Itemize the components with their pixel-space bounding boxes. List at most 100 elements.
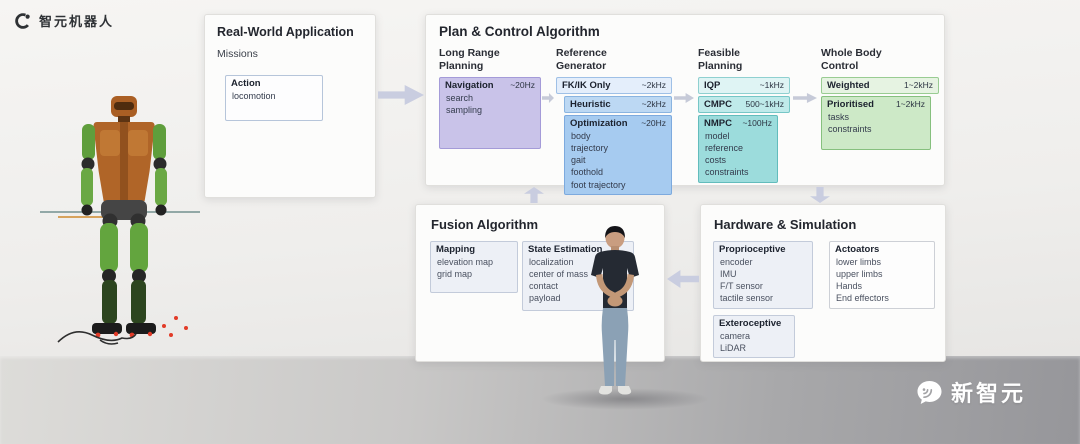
proprioceptive-box-header: Proprioceptive: [714, 242, 812, 256]
nmpc-rate: ~100Hz: [742, 118, 772, 128]
exteroceptive-box: Exteroceptive camera LiDAR: [713, 315, 795, 359]
panel-hardware-simulation: Hardware & Simulation Proprioceptive enc…: [700, 204, 946, 362]
robot-simulation-visual: [40, 96, 200, 345]
action-box-title: Action: [231, 78, 261, 89]
watermark: 新智元: [916, 376, 1026, 408]
brand-logo: 智元机器人: [14, 11, 114, 30]
missions-label: Missions: [217, 48, 258, 60]
action-box: Action locomotion: [225, 75, 323, 121]
column-reference-generator: Reference Generator FK/IK Only ~2kHz Heu…: [556, 47, 672, 197]
exteroceptive-box-header: Exteroceptive: [714, 316, 794, 330]
weighted-box: Weighted 1~2kHz: [821, 77, 939, 94]
column-long-range-planning: Long Range Planning Navigation ~20Hz sea…: [439, 47, 541, 151]
state-estimation-item: center of mass: [529, 269, 589, 280]
iqp-box-header: IQP ~1kHz: [699, 78, 789, 92]
panel-plan-control-algorithm: Plan & Control Algorithm Long Range Plan…: [425, 14, 945, 195]
proprioceptive-item: IMU: [720, 269, 737, 280]
weighted-rate: 1~2kHz: [903, 80, 933, 90]
presenter-left-arm: [596, 274, 617, 299]
state-estimation-item: contact: [529, 281, 559, 292]
robot-body: [81, 96, 167, 334]
heuristic-rate: ~2kHz: [641, 99, 666, 109]
agibot-logo-icon: [15, 12, 31, 29]
fkik-box: FK/IK Only ~2kHz: [556, 77, 672, 94]
state-estimation-item: payload: [529, 293, 561, 304]
navigation-item: sampling: [446, 105, 483, 116]
cmpc-box: CMPC 500~1kHz: [698, 96, 790, 113]
prioritised-item: tasks: [828, 112, 850, 122]
action-box-header: Action: [226, 76, 322, 90]
presenter-hands: [607, 295, 623, 307]
nmpc-box-header: NMPC ~100Hz: [699, 116, 777, 130]
navigation-box-header: Navigation ~20Hz: [440, 78, 540, 92]
iqp-title: IQP: [704, 80, 721, 91]
actoators-title: Actoators: [835, 244, 880, 255]
heuristic-title: Heuristic: [570, 99, 611, 110]
prioritised-box: Prioritised 1~2kHz tasks constraints: [821, 96, 931, 150]
brand-name: 智元机器人: [39, 14, 115, 29]
presenter-jeans: [601, 308, 629, 386]
iqp-box: IQP ~1kHz: [698, 77, 790, 94]
plan-control-title: Plan & Control Algorithm: [439, 24, 600, 39]
mapping-item: grid map: [437, 269, 473, 280]
cmpc-title: CMPC: [704, 99, 732, 110]
nmpc-item: reference: [705, 143, 744, 154]
state-estimation-title: State Estimation: [528, 244, 603, 255]
hardware-title: Hardware & Simulation: [714, 217, 857, 232]
actoators-box: Actoators lower limbs upper limbs Hands …: [829, 241, 935, 309]
actoators-item: End effectors: [836, 293, 889, 304]
reference-generator-label: Reference Generator: [556, 47, 607, 73]
fkik-box-header: FK/IK Only ~2kHz: [557, 78, 671, 92]
chat-bubble-icon: [917, 380, 942, 404]
presenter-neck: [611, 246, 619, 253]
arrow-feasible-to-wholebody: [793, 93, 817, 103]
actoators-item: lower limbs: [836, 257, 882, 267]
cmpc-box-header: CMPC 500~1kHz: [699, 97, 789, 111]
presenter-right-arm: [613, 274, 634, 299]
arrow-reference-to-feasible: [674, 93, 694, 103]
weighted-box-header: Weighted 1~2kHz: [822, 78, 938, 92]
mapping-box-header: Mapping: [431, 242, 517, 256]
nmpc-item: constraints: [705, 167, 749, 178]
fkik-title: FK/IK Only: [562, 80, 611, 91]
optimization-item: gait: [571, 155, 586, 166]
heuristic-box: Heuristic ~2kHz: [564, 96, 672, 113]
optimization-title: Optimization: [570, 118, 628, 129]
stage-floor: [0, 356, 1080, 444]
nmpc-item: model: [705, 131, 730, 141]
proprioceptive-item: encoder: [720, 257, 753, 267]
navigation-item: search: [446, 93, 474, 103]
actoators-box-header: Actoators: [830, 242, 934, 256]
prioritised-box-header: Prioritised 1~2kHz: [822, 97, 930, 111]
proprioceptive-item: F/T sensor: [720, 281, 763, 292]
optimization-box-header: Optimization ~20Hz: [565, 116, 671, 130]
navigation-title: Navigation: [445, 80, 494, 91]
feasible-planning-label: Feasible Planning: [698, 47, 743, 73]
prioritised-rate: 1~2kHz: [895, 99, 925, 109]
presenter-figure: [591, 226, 639, 395]
actoators-item: Hands: [836, 281, 863, 292]
exteroceptive-item: LiDAR: [720, 343, 747, 354]
optimization-item: foot trajectory: [571, 179, 626, 190]
optimization-rate: ~20Hz: [641, 118, 666, 128]
state-estimation-box-header: State Estimation: [523, 242, 633, 256]
optimization-item: foothold: [571, 167, 604, 178]
panel-real-world-application: Real-World Application Missions Action l…: [204, 14, 376, 198]
mapping-title: Mapping: [436, 244, 476, 255]
exteroceptive-item: camera: [720, 331, 751, 341]
presenter-shadow: [540, 388, 710, 410]
nmpc-title: NMPC: [704, 118, 732, 129]
optimization-item: body: [571, 131, 591, 141]
cable-lines: [57, 330, 137, 345]
fusion-title: Fusion Algorithm: [431, 217, 539, 232]
optimization-box: Optimization ~20Hz body trajectory gait …: [564, 115, 672, 195]
whole-body-control-label: Whole Body Control: [821, 47, 882, 73]
arrow-longrange-to-reference: [542, 93, 554, 103]
prioritised-title: Prioritised: [827, 99, 874, 110]
presenter-left-shoe: [598, 386, 612, 395]
real-world-title: Real-World Application: [217, 25, 354, 39]
cmpc-rate: 500~1kHz: [745, 99, 784, 109]
navigation-rate: ~20Hz: [510, 80, 535, 90]
mapping-box: Mapping elevation map grid map: [430, 241, 518, 293]
